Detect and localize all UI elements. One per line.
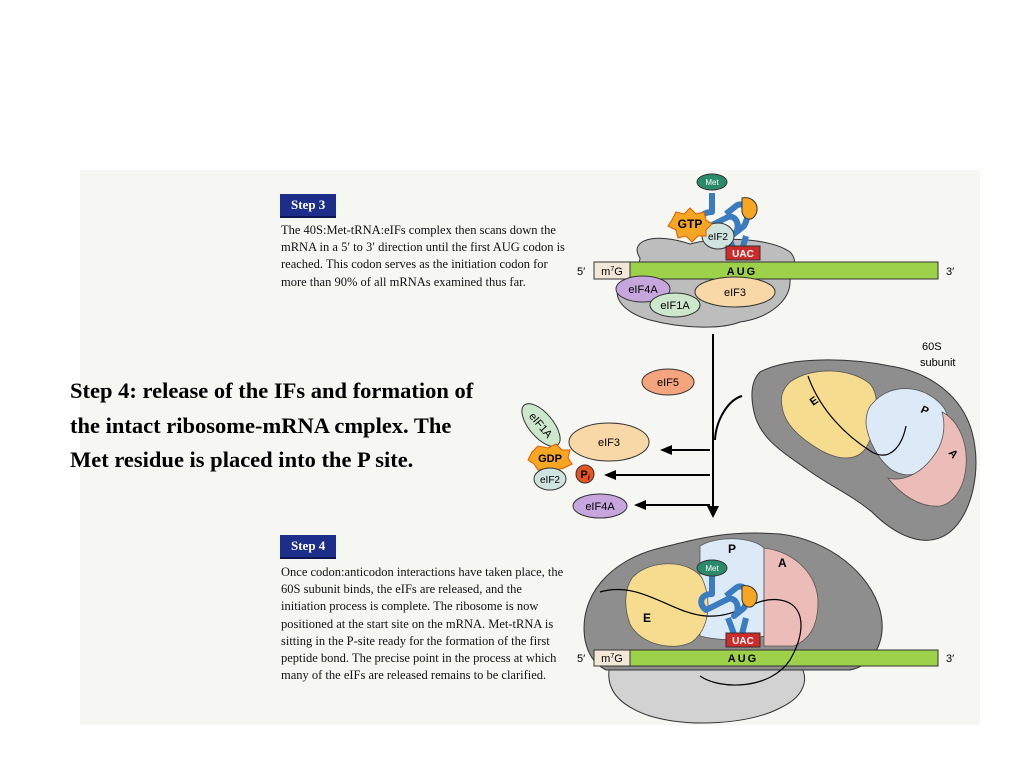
uac-label-bottom: UAC [732, 636, 754, 647]
ribosome-40s-bottom [608, 663, 805, 724]
arrow-eif3-head [660, 445, 672, 455]
cap-top [593, 261, 631, 280]
subunit-60s: E P A 60S subunit [751, 341, 977, 541]
uac-box-bottom [725, 632, 761, 648]
gtp-label: GTP [678, 217, 703, 231]
site-p-60s: P [919, 404, 931, 418]
eif4a-free [572, 493, 628, 519]
site-p-bottom: P [728, 542, 736, 556]
eif5-label: eIF5 [657, 377, 679, 389]
eif4a-label-top: eIF4A [628, 284, 658, 296]
five-prime-label-top: 5′ [577, 266, 585, 278]
eif2-label-top: eIF2 [708, 232, 728, 243]
three-prime-label-bottom: 3′ [946, 653, 954, 665]
pi-free [575, 464, 595, 484]
a-site-60s [886, 411, 967, 507]
aug-label-top: AUG [727, 266, 757, 278]
site-e-bottom: E [643, 611, 651, 625]
cap-label-bottom: m7G [601, 653, 623, 665]
eif3-top [694, 276, 776, 308]
gdp-burst [527, 443, 573, 471]
arrow-60s-join [714, 395, 743, 441]
subunit-60s-label-1: 60S [922, 341, 942, 353]
mrna-bottom [629, 649, 939, 667]
slide-caption: Step 4: release of the IFs and formation… [70, 378, 474, 472]
eif4a-top [615, 275, 671, 303]
arrow-eif4a-head [634, 500, 646, 510]
subunit-60s-label-2: subunit [920, 357, 955, 369]
three-prime-label-top: 3′ [946, 266, 954, 278]
step3-description: The 40S:Met-tRNA:eIFs complex then scans… [281, 223, 565, 289]
gdp-label: GDP [538, 453, 562, 465]
eif1a-free-group: eIF1A [521, 403, 561, 447]
mrna-top [629, 261, 939, 280]
release-section: eIF5 eIF1A eIF3 GDP eIF2 Pi eIF4A [521, 334, 743, 519]
eif2-label-free: eIF2 [540, 475, 560, 486]
step3-label: Step 3 [280, 194, 337, 218]
eif1a-top [649, 292, 701, 318]
met-label-top: Met [705, 178, 719, 187]
pi-label: Pi [580, 469, 590, 482]
main-down-arrowhead [707, 506, 719, 518]
aug-label-bottom: AUG [728, 653, 758, 665]
eif5-free [641, 368, 695, 396]
met-top [696, 173, 728, 191]
five-prime-label-bottom: 5′ [577, 653, 585, 665]
step4-description: Once codon:anticodon interactions have t… [281, 565, 564, 683]
met-bottom [696, 559, 728, 577]
eif2-free [533, 467, 567, 491]
met-label-bottom: Met [705, 564, 719, 573]
path-bottom-line [599, 588, 802, 686]
path-60s-line [807, 375, 907, 456]
eif4a-label-free: eIF4A [585, 501, 615, 513]
orange-arm-top [741, 197, 758, 220]
a-site-bottom [763, 547, 819, 647]
gtp-burst [667, 207, 713, 243]
step4-label: Step 4 [280, 535, 337, 559]
arrow-pi-head [604, 470, 616, 480]
uac-label-top: UAC [732, 249, 754, 260]
eif3-free [568, 422, 650, 462]
eif1a-free [521, 403, 561, 447]
site-a-bottom: A [778, 556, 787, 570]
cap-bottom [593, 649, 631, 667]
orange-arm-bottom [741, 585, 758, 608]
eif3-label-top: eIF3 [724, 287, 746, 299]
e-site-bottom [625, 563, 709, 647]
uac-box-top [725, 245, 761, 261]
step3-complex: m7G 5′ 3′ AUG eIF2 UAC Met GTP eIF4A eIF… [577, 173, 954, 328]
eif3-label-free: eIF3 [598, 437, 620, 449]
cap-label-top: m7G [601, 266, 623, 278]
eif1a-label-top: eIF1A [660, 300, 690, 312]
step4-complex: m7G 5′ 3′ AUG Met UAC P A E [577, 532, 954, 724]
